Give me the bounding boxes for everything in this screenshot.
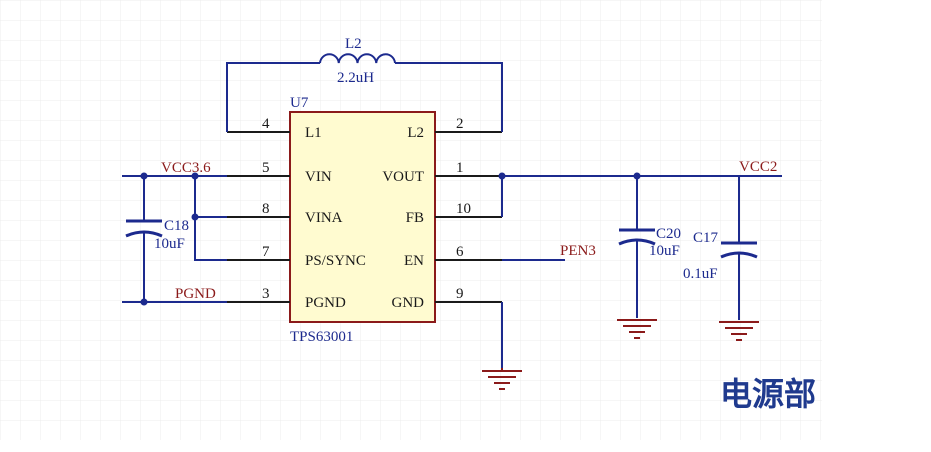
pin-number: 5	[262, 160, 270, 176]
c20-designator: C20	[656, 226, 681, 242]
c17-designator: C17	[693, 230, 719, 246]
wire-ps-sync[interactable]	[194, 176, 227, 261]
section-title: 电源部	[720, 375, 816, 413]
pin-name: VINA	[305, 210, 343, 226]
ground-symbol	[719, 321, 759, 341]
ground-symbol	[617, 319, 657, 339]
pin-name: PGND	[305, 295, 346, 311]
pin-number: 2	[456, 116, 464, 132]
pin-number: 7	[262, 244, 270, 260]
pin-name: FB	[406, 210, 424, 226]
inductor-symbol[interactable]	[319, 53, 396, 64]
c17-plate-bottom[interactable]	[720, 251, 758, 259]
c20-plate-bottom[interactable]	[618, 238, 656, 246]
pin-name: VIN	[305, 169, 332, 185]
ic-body[interactable]	[289, 111, 436, 323]
pin-name: GND	[392, 295, 425, 311]
ic-designator: U7	[290, 95, 309, 111]
c18-designator: C18	[164, 218, 189, 234]
ground-symbol	[482, 368, 522, 390]
pin-number: 3	[262, 286, 270, 302]
junction-dot	[140, 172, 148, 180]
c18-value: 10uF	[154, 236, 185, 252]
pin-number: 9	[456, 286, 464, 302]
pin-name: PS/SYNC	[305, 253, 366, 269]
pin-name: L2	[407, 125, 424, 141]
c20-value: 10uF	[649, 243, 680, 259]
pin-number: 1	[456, 160, 464, 176]
inductor-designator: L2	[345, 36, 362, 52]
wire-l1[interactable]	[226, 62, 320, 132]
pin-number: 6	[456, 244, 464, 260]
pin-number: 8	[262, 201, 270, 217]
net-label-vout[interactable]: VCC2	[739, 159, 777, 175]
ic-part-number: TPS63001	[290, 329, 353, 345]
junction-dot	[191, 172, 199, 180]
net-label-en[interactable]: PEN3	[560, 243, 596, 259]
net-label-pgnd[interactable]: PGND	[175, 286, 216, 302]
wire-l2[interactable]	[395, 62, 503, 132]
pin-number: 10	[456, 201, 471, 217]
pin-name: L1	[305, 125, 322, 141]
pin-name: VOUT	[382, 169, 424, 185]
junction-dot	[140, 298, 148, 306]
net-label-vin[interactable]: VCC3.6	[161, 160, 211, 176]
c18-plate-bottom[interactable]	[125, 230, 163, 238]
junction-dot	[191, 213, 199, 221]
c17-value: 0.1uF	[683, 266, 718, 282]
junction-dot	[498, 172, 506, 180]
pin-name: EN	[404, 253, 424, 269]
pin-number: 4	[262, 116, 270, 132]
sheet-margin	[822, 0, 931, 452]
inductor-value: 2.2uH	[337, 70, 374, 86]
